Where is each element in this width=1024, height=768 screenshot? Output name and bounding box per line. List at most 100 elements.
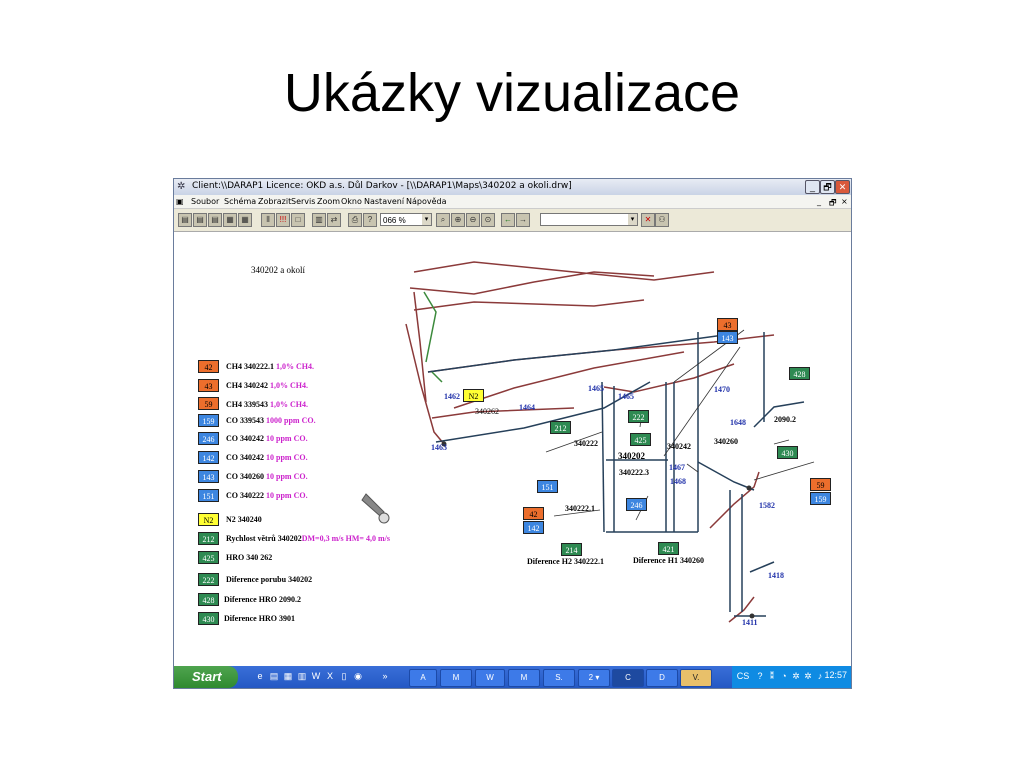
bars-icon[interactable]: ⫴ [261, 213, 275, 227]
taskbar-item[interactable]: V. [680, 669, 712, 687]
doc-restore-button[interactable]: 🗗 [829, 198, 837, 207]
mine-gallery-line [413, 291, 427, 403]
clock-icon[interactable]: ◔ [781, 671, 787, 681]
legend-label: CH4 340222.1 [226, 362, 274, 371]
minimize-button[interactable]: _ [805, 180, 820, 194]
sensor-badge[interactable]: 222 [628, 410, 649, 423]
menu-soubor[interactable]: Soubor [191, 197, 220, 206]
taskbar-item[interactable]: 2 ▾ [578, 669, 610, 687]
menu-zobrazit[interactable]: Zobrazit [258, 197, 292, 206]
close-x-icon[interactable]: ✕ [641, 213, 655, 227]
save-icon[interactable]: ▦ [223, 213, 237, 227]
folder2-icon[interactable]: ▤ [208, 213, 222, 227]
sensor-badge[interactable]: 430 [777, 446, 798, 459]
book-icon[interactable]: ▥ [312, 213, 326, 227]
people-icon[interactable]: ⚇ [655, 213, 669, 227]
legend-badge: 42 [198, 360, 219, 373]
zoom-out-icon[interactable]: ⊖ [466, 213, 480, 227]
app-icon[interactable]: ▦ [283, 671, 293, 681]
map-label: 1648 [730, 418, 746, 427]
zoom-in-icon[interactable]: ⊕ [451, 213, 465, 227]
mine-gallery-line [413, 299, 645, 311]
sensor-badge[interactable]: 421 [658, 542, 679, 555]
excel-icon[interactable]: X [326, 671, 333, 681]
sensor-badge[interactable]: 143 [717, 331, 738, 344]
taskbar-item[interactable]: W [475, 669, 505, 687]
media-icon[interactable]: ◉ [354, 671, 362, 681]
menu-nastaveni[interactable]: Nastavení [364, 197, 405, 206]
legend-value: DM=0,3 m/s HM= 4,0 m/s [301, 534, 390, 543]
sensor-badge[interactable]: 425 [630, 433, 651, 446]
print-icon[interactable]: ⎙ [348, 213, 362, 227]
doc-icon: ▣ [176, 197, 184, 206]
export-icon[interactable]: ⇄ [327, 213, 341, 227]
zoom-select[interactable]: 066 %▾ [380, 213, 432, 226]
layer-select[interactable]: ▾ [540, 213, 638, 226]
network-icon[interactable]: ⁑ [769, 671, 775, 681]
folder-icon[interactable]: ▤ [269, 671, 279, 681]
folder-icon[interactable]: ▤ [193, 213, 207, 227]
open-icon[interactable]: ▤ [178, 213, 192, 227]
doc-icon[interactable]: ▯ [341, 671, 347, 681]
legend-label: HRO 340 262 [226, 553, 273, 562]
sensor-badge[interactable]: 43 [717, 318, 738, 331]
legend-label: CH4 340242 [226, 381, 268, 390]
clock: 12:57 [824, 670, 847, 680]
restore-button[interactable]: 🗗 [820, 180, 835, 194]
sensor-badge[interactable]: 42 [523, 507, 544, 520]
menu-servis[interactable]: Servis [291, 197, 316, 206]
legend-badge: 59 [198, 397, 219, 410]
doc-close-button[interactable]: × [841, 197, 848, 206]
map-label: 340222 [574, 439, 598, 448]
app-icon[interactable]: ▥ [297, 671, 307, 681]
help-icon[interactable]: ? [363, 213, 377, 227]
menu-zoom[interactable]: Zoom [317, 197, 341, 206]
save2-icon[interactable]: ▦ [238, 213, 252, 227]
legend-badge: 246 [198, 432, 219, 445]
taskbar-item[interactable]: D [646, 669, 678, 687]
frame-icon[interactable]: □ [291, 213, 305, 227]
sensor-badge[interactable]: 428 [789, 367, 810, 380]
sensor-badge[interactable]: 59 [810, 478, 831, 491]
menu-napoveda[interactable]: Nápověda [406, 197, 447, 206]
taskbar-item[interactable]: A [409, 669, 437, 687]
legend-badge: 430 [198, 612, 219, 625]
sensor-badge[interactable]: 214 [561, 543, 582, 556]
zoom-fit-icon[interactable]: ⊙ [481, 213, 495, 227]
menu-schema[interactable]: Schéma [224, 197, 257, 206]
alarm-icon[interactable]: !!! [276, 213, 290, 227]
sensor-badge[interactable]: 246 [626, 498, 647, 511]
sensor-badge[interactable]: 159 [810, 492, 831, 505]
sensor-badge[interactable]: 212 [550, 421, 571, 434]
taskbar-item[interactable]: S. [543, 669, 575, 687]
app-tray-icon[interactable]: ✲ [792, 671, 800, 681]
sensor-badge[interactable]: 151 [537, 480, 558, 493]
language-indicator[interactable]: CS [736, 671, 750, 681]
word-icon[interactable]: W [311, 671, 321, 681]
chevron-down-icon: ▾ [628, 214, 637, 225]
sensor-badge[interactable]: 142 [523, 521, 544, 534]
mine-gallery-line [603, 363, 735, 393]
ie-icon[interactable]: e [257, 671, 263, 681]
taskbar-item[interactable]: M [440, 669, 472, 687]
help-icon[interactable]: ? [757, 671, 763, 681]
map-label: 2090.2 [774, 415, 796, 424]
back-icon[interactable]: ← [501, 213, 515, 227]
menu-okno[interactable]: Okno [341, 197, 362, 206]
toolbar: ▤ ▤ ▤ ▦ ▦ ⫴ !!! □ ▥ ⇄ ⎙ ? 066 %▾ ⌕ ⊕ ⊖ ⊙… [174, 209, 851, 232]
legend-label: CH4 339543 [226, 400, 268, 409]
close-button[interactable]: ✕ [835, 180, 850, 194]
more-icon[interactable]: » [382, 671, 388, 681]
map-canvas[interactable]: 340202 a okolí 42 CH4 340222.1 1,0% CH4.… [174, 232, 851, 664]
taskbar-item-active[interactable]: C [612, 669, 644, 687]
taskbar-item[interactable]: M [508, 669, 540, 687]
forward-icon[interactable]: → [516, 213, 530, 227]
map-label: 340242 [667, 442, 691, 451]
app-tray-icon[interactable]: ✲ [804, 671, 812, 681]
start-button[interactable]: Start [174, 666, 238, 688]
sensor-badge[interactable]: N2 [463, 389, 484, 402]
zoom-icon[interactable]: ⌕ [436, 213, 450, 227]
doc-minimize-button[interactable]: _ [817, 197, 821, 206]
mine-gallery-line [753, 401, 805, 428]
volume-icon[interactable]: ♪ [817, 671, 823, 681]
